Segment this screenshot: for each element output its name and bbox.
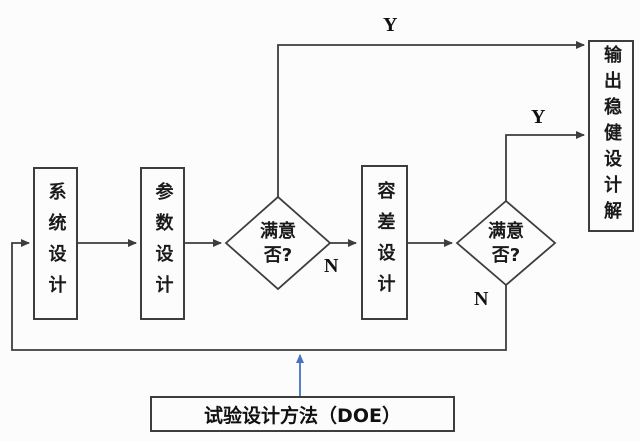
edge-decision2-yes-to-output: [505, 131, 585, 201]
node-output-solution-label: 输出稳健设计解: [601, 45, 622, 227]
node-decision1-label: 满意 否?: [238, 220, 318, 268]
decision2-line2: 否?: [491, 245, 521, 266]
node-output-solution: 输出稳健设计解: [588, 40, 634, 232]
node-decision2-label: 满意 否?: [466, 220, 546, 268]
node-decision2-shape: [455, 199, 557, 287]
node-decision1-shape: [224, 195, 332, 291]
node-tolerance-design: 容差设计: [361, 165, 408, 320]
edge-label-decision2-yes: Y: [531, 106, 546, 128]
node-doe-method-label: 试验设计方法（DOE）: [204, 404, 401, 427]
node-parameter-design-label: 参数设计: [152, 181, 174, 306]
edge-label-decision2-no: N: [474, 288, 489, 310]
node-doe-method: 试验设计方法（DOE）: [150, 396, 455, 432]
node-tolerance-design-label: 容差设计: [374, 180, 396, 305]
edge-decision1-yes-to-output: [277, 41, 585, 197]
decision1-line1: 满意: [260, 221, 296, 242]
edge-decision2-no-feedback: [11, 239, 507, 351]
edge-label-decision1-no: N: [324, 255, 339, 277]
edge-label-decision1-yes: Y: [383, 14, 398, 36]
decision1-line2: 否?: [263, 245, 293, 266]
node-system-design: 系统设计: [33, 167, 78, 320]
node-parameter-design: 参数设计: [140, 167, 185, 320]
node-system-design-label: 系统设计: [45, 181, 67, 306]
decision2-line1: 满意: [488, 221, 524, 242]
